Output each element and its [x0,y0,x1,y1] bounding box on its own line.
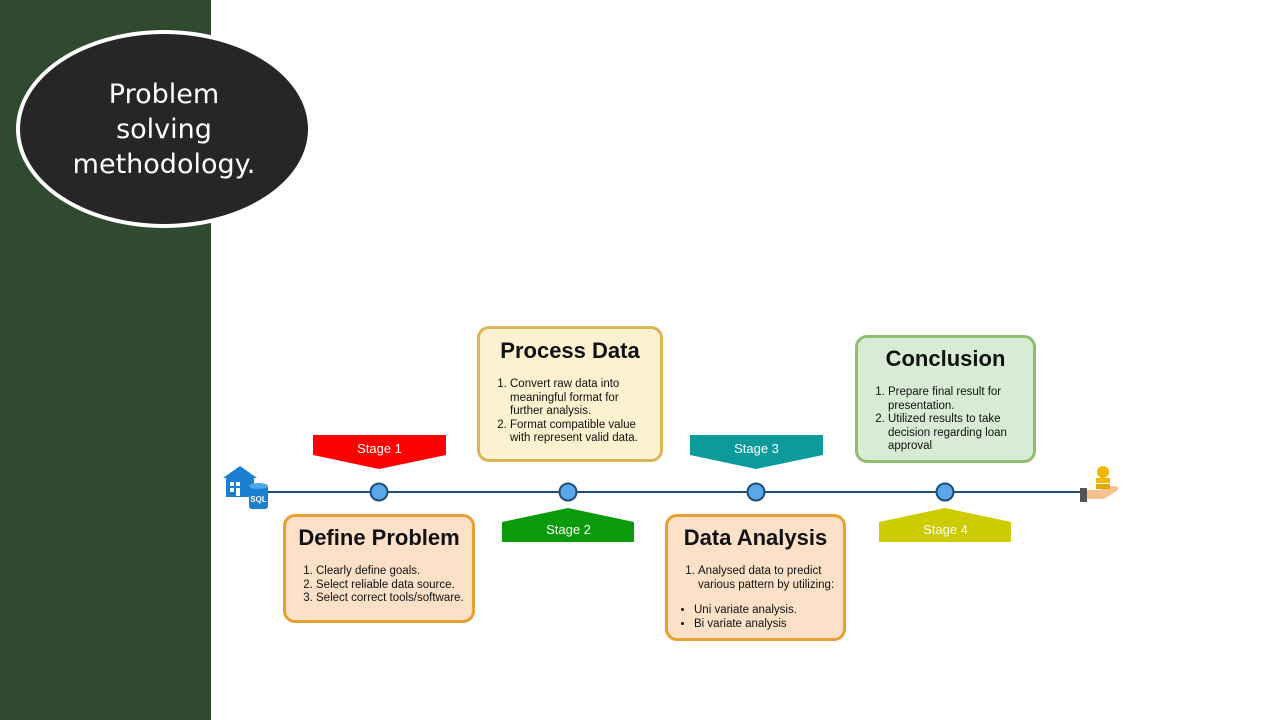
stage-4-label: Stage 4 [923,522,968,537]
define-problem-title: Define Problem [298,525,460,550]
timeline-node-4 [935,482,955,502]
stage-3-marker [690,435,823,469]
conclusion-item-1: Prepare final result for presentation. [888,386,1025,413]
stage-1-label: Stage 1 [357,441,402,456]
process-data-title: Process Data [500,338,640,363]
analysis-bullet-2: Bi variate analysis [694,618,843,632]
define-item-1: Clearly define goals. [316,565,472,579]
stage-4-marker [879,508,1011,542]
define-item-2: Select reliable data source. [316,579,472,593]
hand-coins-icon [1080,466,1119,502]
process-item-2: Format compatible value with represent v… [510,419,652,446]
analysis-item-1: Analysed data to predict various pattern… [698,565,835,592]
warehouse-sql-icon: SQL [223,466,268,509]
analysis-bullet-1: Uni variate analysis. [694,604,843,618]
data-analysis-title: Data Analysis [683,525,828,550]
title-oval [16,30,312,228]
stage-2-label: Stage 2 [546,522,591,537]
timeline-node-1 [369,482,389,502]
stage-3-label: Stage 3 [734,441,779,456]
timeline-node-3 [746,482,766,502]
slide-title: Problem solving methodology. [72,78,256,180]
process-data-card: Process Data Convert raw data into meani… [477,326,663,462]
conclusion-item-2: Utilized results to take decision regard… [888,413,1025,454]
define-item-3: Select correct tools/software. [316,592,472,606]
sql-label: SQL [250,495,267,504]
data-analysis-card: Data Analysis Analysed data to predict v… [665,514,846,641]
conclusion-card: Conclusion Prepare final result for pres… [855,335,1036,463]
define-problem-card: Define Problem Clearly define goals. Sel… [283,514,475,623]
conclusion-title: Conclusion [885,346,1006,371]
process-item-1: Convert raw data into meaningful format … [510,378,652,419]
timeline-node-2 [558,482,578,502]
stage-1-marker [313,435,446,469]
stage-2-marker [502,508,634,542]
